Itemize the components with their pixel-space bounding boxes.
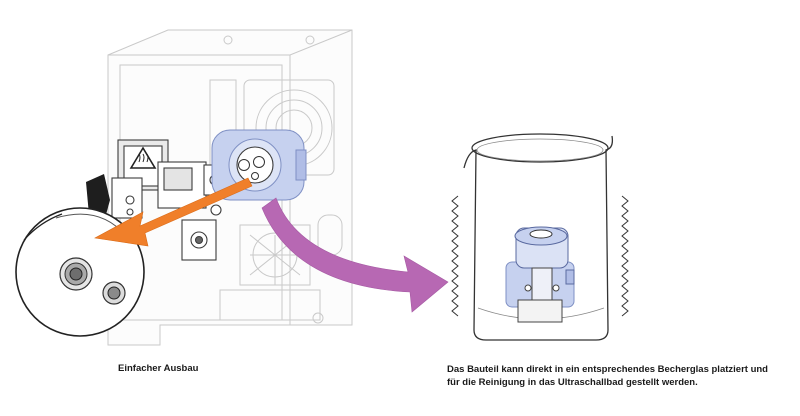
ultrasonic-vibration-icon bbox=[451, 195, 459, 317]
caption-line-2: für die Reinigung in das Ultraschallbad … bbox=[447, 377, 698, 388]
purple-curved-arrow-icon bbox=[261, 197, 449, 313]
part-in-beaker bbox=[505, 226, 575, 323]
caption-easy-removal: Einfacher Ausbau bbox=[118, 363, 199, 374]
caption-cleaning-instructions: Das Bauteil kann direkt in ein entsprech… bbox=[447, 363, 787, 389]
caption-line-1: Das Bauteil kann direkt in ein entsprech… bbox=[447, 364, 768, 375]
hot-surface-warning-icon bbox=[129, 146, 157, 169]
orange-arrow-icon bbox=[94, 177, 253, 247]
removable-part bbox=[211, 129, 307, 201]
ultrasonic-vibration-icon bbox=[621, 195, 629, 317]
